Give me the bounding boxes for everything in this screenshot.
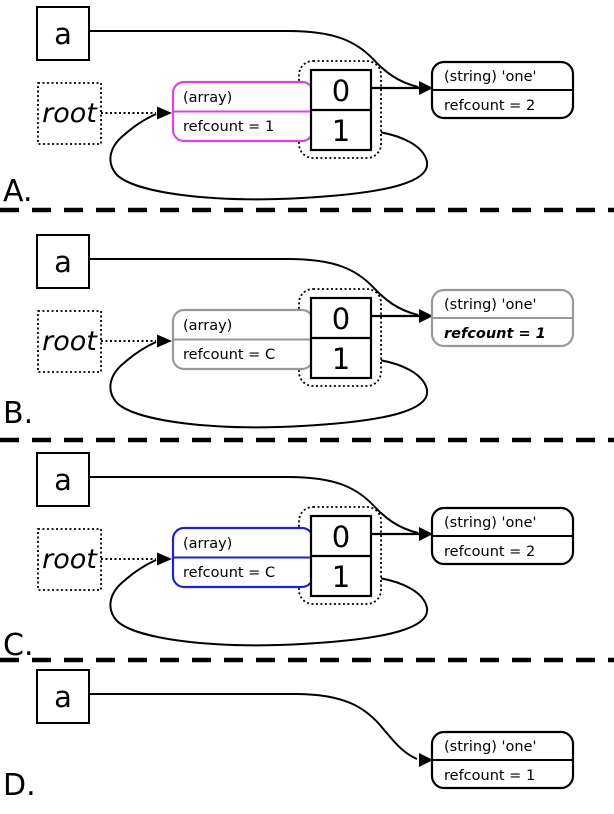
array-refcount-label: refcount = C (183, 347, 275, 363)
table-cell-1: 1 (332, 114, 350, 148)
array-type-label: (array) (183, 536, 232, 552)
root-box (37, 528, 102, 591)
panel-a: a root (array) refcount = 1 0 1 (string)… (36, 6, 575, 201)
variable-box (36, 6, 90, 61)
root-box (37, 310, 102, 373)
string-type-label: (string) 'one' (444, 515, 537, 531)
variable-box (36, 234, 90, 289)
cycle-arrow-cell1-to-array (109, 559, 429, 647)
table-cell-1: 1 (332, 342, 350, 376)
variable-label: a (54, 463, 72, 497)
array-type-label: (array) (183, 90, 232, 106)
arrow-a-to-string (89, 258, 419, 316)
cycle-arrow-cell1-to-array (109, 113, 429, 201)
root-label: root (42, 98, 98, 129)
variable-box (36, 452, 90, 507)
string-refcount-label: refcount = 1 (444, 326, 546, 342)
root-box (37, 82, 102, 145)
variable-label: a (54, 680, 72, 714)
root-label: root (42, 326, 98, 357)
panel-label-b: B. (3, 396, 33, 431)
string-type-label: (string) 'one' (444, 739, 537, 755)
array-type-label: (array) (183, 318, 232, 334)
panel-label-a: A. (3, 174, 33, 209)
table-cell-0: 0 (332, 520, 350, 554)
panel-label-c: C. (3, 628, 33, 663)
string-type-label: (string) 'one' (444, 69, 537, 85)
root-label: root (42, 544, 98, 575)
arrowhead-into-array-icon (157, 334, 172, 348)
string-refcount-label: refcount = 2 (444, 544, 535, 560)
string-type-label: (string) 'one' (444, 297, 537, 313)
panel-c: a root (array) refcount = C 0 1 (string)… (36, 452, 575, 647)
table-cell-1: 1 (332, 560, 350, 594)
arrowhead-into-string-icon (419, 81, 433, 95)
array-refcount-label: refcount = C (183, 565, 275, 581)
cycle-arrow-cell1-to-array (109, 341, 429, 429)
variable-label: a (54, 245, 72, 279)
table-cell-0: 0 (332, 74, 350, 108)
panel-label-d: D. (3, 768, 36, 803)
arrowhead-into-string-icon (419, 309, 433, 323)
arrowhead-into-array-icon (157, 552, 172, 566)
arrow-a-to-string (89, 693, 418, 760)
arrowhead-into-string-icon (419, 527, 433, 541)
table-cell-0: 0 (332, 302, 350, 336)
arrowhead-into-array-icon (157, 106, 172, 120)
panel-d: a (string) 'one' refcount = 1 (36, 669, 575, 790)
variable-box (36, 669, 90, 724)
string-refcount-label: refcount = 2 (444, 98, 535, 114)
arrow-a-to-string (89, 476, 419, 534)
variable-label: a (54, 17, 72, 51)
arrow-a-to-string (89, 30, 419, 88)
string-refcount-label: refcount = 1 (444, 768, 535, 784)
panel-b: a root (array) refcount = C 0 1 (string)… (36, 234, 575, 429)
arrowhead-into-string-icon (419, 753, 433, 767)
array-refcount-label: refcount = 1 (183, 119, 274, 135)
